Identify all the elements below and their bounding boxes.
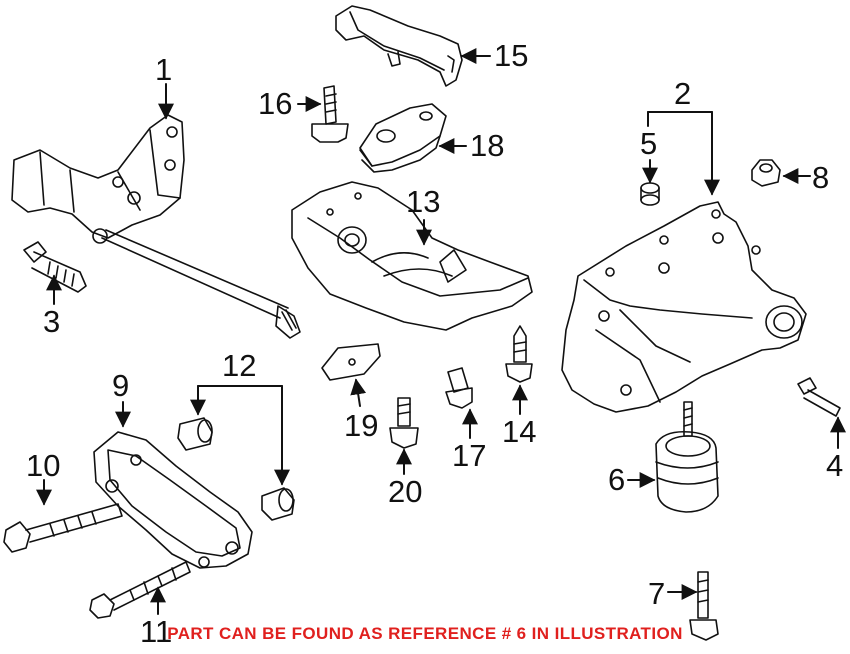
callout-1: 1: [155, 52, 173, 87]
sleeve-5-part: [640, 182, 660, 206]
callout-7: 7: [648, 576, 666, 611]
clip-19-part: [321, 343, 381, 381]
callout-18: 18: [470, 128, 505, 163]
callout-12: 12: [222, 348, 257, 383]
callout-13: 13: [406, 184, 441, 219]
callout-3: 3: [43, 304, 61, 339]
bushings-12-part: [177, 417, 295, 521]
bolt-11-part: [89, 561, 191, 619]
callout-19: 19: [344, 408, 379, 443]
callout-11: 11: [140, 614, 173, 649]
callout-2: 2: [674, 76, 692, 111]
nut-8-part: [751, 159, 781, 187]
callout-14: 14: [502, 414, 537, 449]
callout-16: 16: [258, 86, 293, 121]
bolt-16-part: [311, 85, 349, 143]
bolt-3-part: [23, 241, 87, 293]
reference-caption: PART CAN BE FOUND AS REFERENCE # 6 IN IL…: [167, 624, 683, 643]
transfer-case-part: [93, 431, 253, 569]
bolt-20-part: [389, 397, 419, 449]
bolt-4-part: [797, 377, 841, 417]
callout-9: 9: [112, 368, 130, 403]
leader-lines: [36, 48, 846, 615]
upper-bracket-part: [335, 5, 463, 87]
bolt-17-part: [445, 367, 473, 409]
callout-17: 17: [452, 438, 487, 473]
callout-15: 15: [494, 38, 529, 73]
engine-mount-6-part: [655, 401, 719, 513]
mount-bracket-2-part: [561, 201, 807, 413]
callout-6: 6: [608, 462, 626, 497]
front-differential-part: [11, 114, 301, 339]
callout-10: 10: [26, 448, 61, 483]
bolt-7-part: [689, 571, 719, 641]
bolt-10-part: [3, 503, 123, 553]
crossmember-part: [291, 181, 533, 331]
callout-4: 4: [826, 448, 844, 483]
stud-14-part: [505, 325, 533, 383]
callout-20: 20: [388, 474, 423, 509]
callout-8: 8: [812, 160, 830, 195]
callout-5: 5: [640, 126, 658, 161]
mount-pad-part: [359, 103, 447, 173]
